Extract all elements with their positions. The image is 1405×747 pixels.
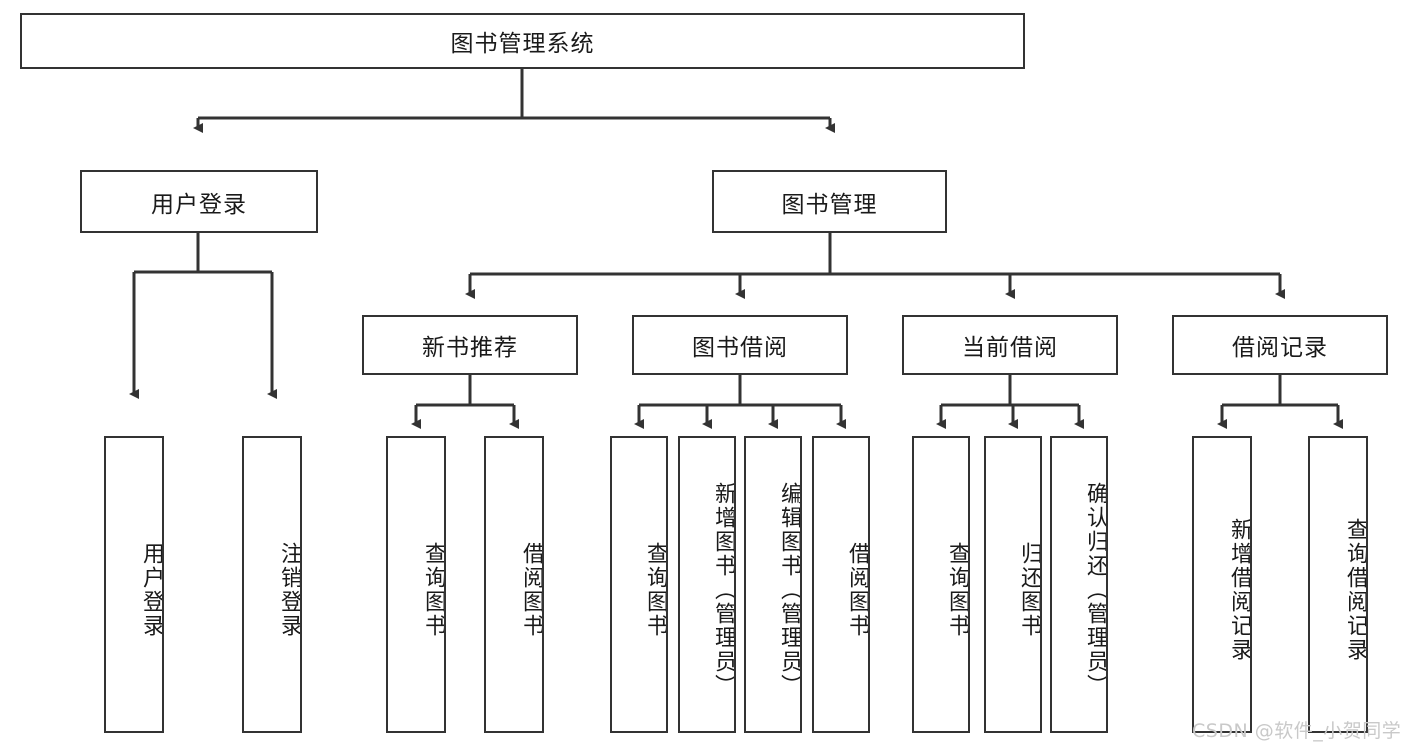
leaf-borrow-book[interactable]: 借阅图书 <box>812 436 870 733</box>
leaf-label: 新增图书（管理员） <box>711 481 736 698</box>
node-new-book-recommend-label: 新书推荐 <box>422 335 518 361</box>
node-current-borrow-label: 当前借阅 <box>962 335 1058 361</box>
leaf-label: 查询图书 <box>643 541 668 638</box>
leaf-label: 新增借阅记录 <box>1227 517 1252 662</box>
node-user-login[interactable]: 用户登录 <box>80 170 318 233</box>
leaf-add-borrow-record[interactable]: 新增借阅记录 <box>1192 436 1252 733</box>
leaf-label: 确认归还（管理员） <box>1083 481 1108 698</box>
leaf-add-book-admin[interactable]: 新增图书（管理员） <box>678 436 736 733</box>
leaf-logout[interactable]: 注销登录 <box>242 436 302 733</box>
leaf-label: 注销登录 <box>277 541 302 638</box>
node-root[interactable]: 图书管理系统 <box>20 13 1025 69</box>
node-borrow-record[interactable]: 借阅记录 <box>1172 315 1388 375</box>
node-new-book-recommend[interactable]: 新书推荐 <box>362 315 578 375</box>
leaf-confirm-return-admin[interactable]: 确认归还（管理员） <box>1050 436 1108 733</box>
leaf-borrow-book-new[interactable]: 借阅图书 <box>484 436 544 733</box>
leaf-label: 查询图书 <box>421 541 446 638</box>
node-book-manage[interactable]: 图书管理 <box>712 170 947 233</box>
node-book-manage-label: 图书管理 <box>781 191 878 218</box>
leaf-user-login[interactable]: 用户登录 <box>104 436 164 733</box>
csdn-watermark: CSDN @软件_小贺同学 <box>1192 720 1402 742</box>
leaf-label: 编辑图书（管理员） <box>777 481 802 698</box>
node-user-login-label: 用户登录 <box>151 191 247 218</box>
node-root-label: 图书管理系统 <box>450 31 595 57</box>
leaf-label: 归还图书 <box>1017 541 1042 638</box>
leaf-label: 查询图书 <box>945 541 970 638</box>
leaf-edit-book-admin[interactable]: 编辑图书（管理员） <box>744 436 802 733</box>
leaf-label: 查询借阅记录 <box>1343 517 1368 662</box>
leaf-label: 借阅图书 <box>519 541 544 638</box>
leaf-return-book[interactable]: 归还图书 <box>984 436 1042 733</box>
leaf-query-book-borrow[interactable]: 查询图书 <box>610 436 668 733</box>
leaf-label: 借阅图书 <box>845 541 870 638</box>
node-borrow-record-label: 借阅记录 <box>1232 335 1328 361</box>
leaf-query-book-new[interactable]: 查询图书 <box>386 436 446 733</box>
leaf-query-borrow-record[interactable]: 查询借阅记录 <box>1308 436 1368 733</box>
node-book-borrow-label: 图书借阅 <box>692 335 788 361</box>
leaf-label: 用户登录 <box>139 541 164 638</box>
node-book-borrow[interactable]: 图书借阅 <box>632 315 848 375</box>
node-current-borrow[interactable]: 当前借阅 <box>902 315 1118 375</box>
leaf-query-book-current[interactable]: 查询图书 <box>912 436 970 733</box>
